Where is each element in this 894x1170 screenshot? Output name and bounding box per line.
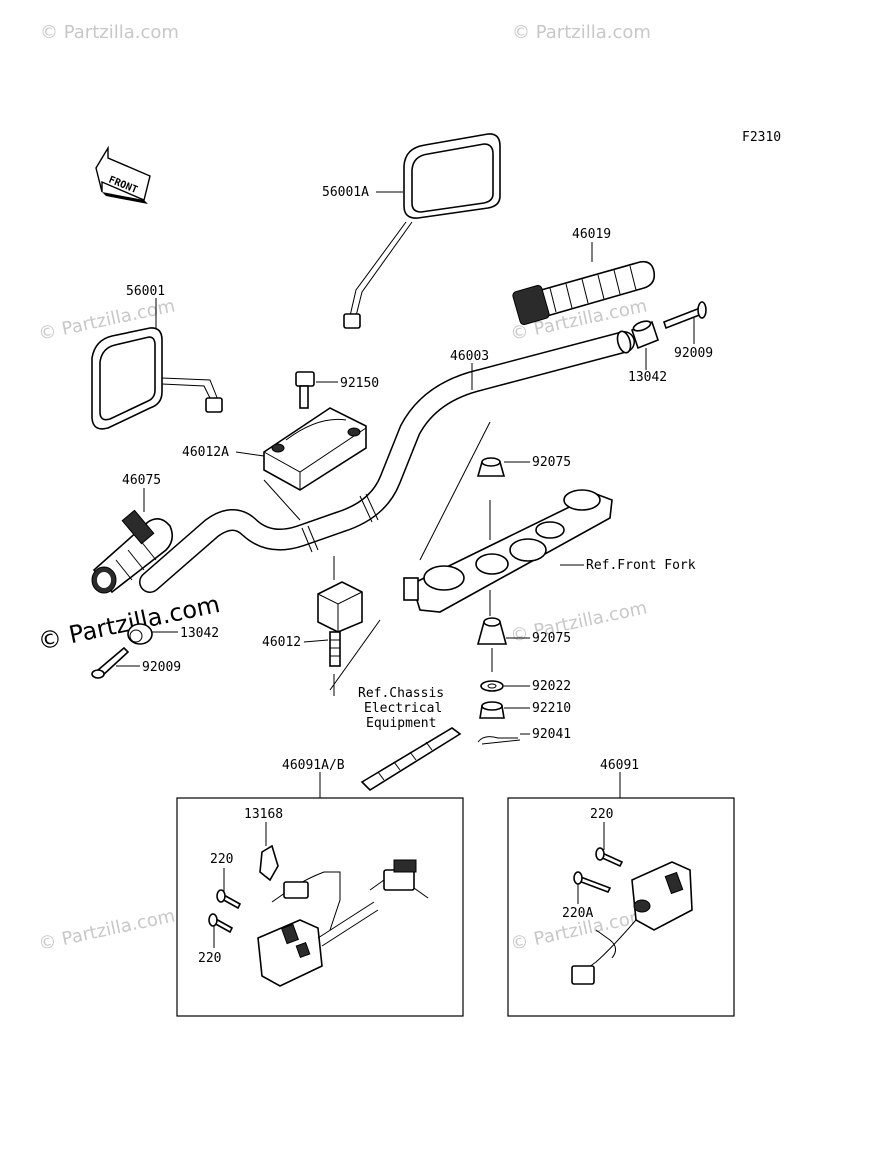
label-46075: 46075 [122, 473, 161, 488]
label-220-c: 220 [590, 807, 613, 822]
bar-end-left [127, 623, 153, 645]
watermark-top-right: © Partzilla.com [512, 22, 651, 43]
handlebar [139, 330, 635, 593]
label-46091: 46091 [600, 758, 639, 773]
label-220-a: 220 [210, 852, 233, 867]
label-92150: 92150 [340, 376, 379, 391]
damper-92075-top [476, 457, 506, 477]
figure-code: F2310 [742, 130, 781, 145]
right-switch-box [507, 797, 735, 1017]
label-92041: 92041 [532, 727, 571, 742]
label-chassis-ref-2: Electrical [364, 701, 442, 716]
screw-220-a [216, 889, 242, 910]
fork-bracket [403, 489, 613, 613]
watermark-lower-right: © Partzilla.com [509, 597, 649, 646]
bar-end-right [631, 320, 659, 350]
label-front-fork: Ref.Front Fork [586, 558, 696, 573]
watermark-main: © Partzilla.com [35, 590, 222, 656]
washer-92022 [480, 680, 504, 692]
right-switch-assembly [571, 861, 693, 985]
cotter-pin-92041 [477, 736, 521, 745]
label-92009-left: 92009 [142, 660, 181, 675]
label-chassis-ref-1: Ref.Chassis [358, 686, 444, 701]
watermarks: © Partzilla.com © Partzilla.com © Partzi… [35, 22, 650, 955]
front-arrow-icon: FRONT [95, 145, 151, 204]
label-92075-top: 92075 [532, 455, 571, 470]
left-switch-box [176, 797, 464, 1017]
label-13042-left: 13042 [180, 626, 219, 641]
watermark-bottom-left: © Partzilla.com [37, 905, 177, 954]
label-92022: 92022 [532, 679, 571, 694]
cable-tie [360, 727, 462, 792]
label-13168: 13168 [244, 807, 283, 822]
mirror-left [91, 327, 223, 430]
screw-92009-right [663, 301, 707, 330]
label-92210: 92210 [532, 701, 571, 716]
label-56001: 56001 [126, 284, 165, 299]
label-46019: 46019 [572, 227, 611, 242]
screw-220-c [595, 847, 624, 868]
label-92075-bottom: 92075 [532, 631, 571, 646]
watermark-top-left: © Partzilla.com [40, 22, 179, 43]
label-220-b: 220 [198, 951, 221, 966]
label-46012a: 46012A [182, 445, 229, 460]
label-220a: 220A [562, 906, 593, 921]
damper-92075-bottom [476, 617, 508, 645]
bolt-92150 [295, 371, 315, 409]
label-46012: 46012 [262, 635, 301, 650]
left-grip [91, 509, 174, 594]
label-chassis-ref-3: Equipment [366, 716, 436, 731]
label-46091ab: 46091A/B [282, 758, 345, 773]
nut-92210 [479, 701, 505, 719]
label-13042-right: 13042 [628, 370, 667, 385]
label-56001a: 56001A [322, 185, 369, 200]
screw-220a [573, 871, 612, 894]
label-46003: 46003 [450, 349, 489, 364]
screw-220-b [208, 913, 234, 934]
label-92009-right: 92009 [674, 346, 713, 361]
left-switch-assembly [257, 844, 429, 987]
throttle-grip [512, 260, 656, 326]
holder-lower [317, 581, 363, 667]
screw-92009-left [91, 646, 130, 679]
mirror-right [343, 133, 501, 329]
holder-upper [263, 407, 367, 491]
